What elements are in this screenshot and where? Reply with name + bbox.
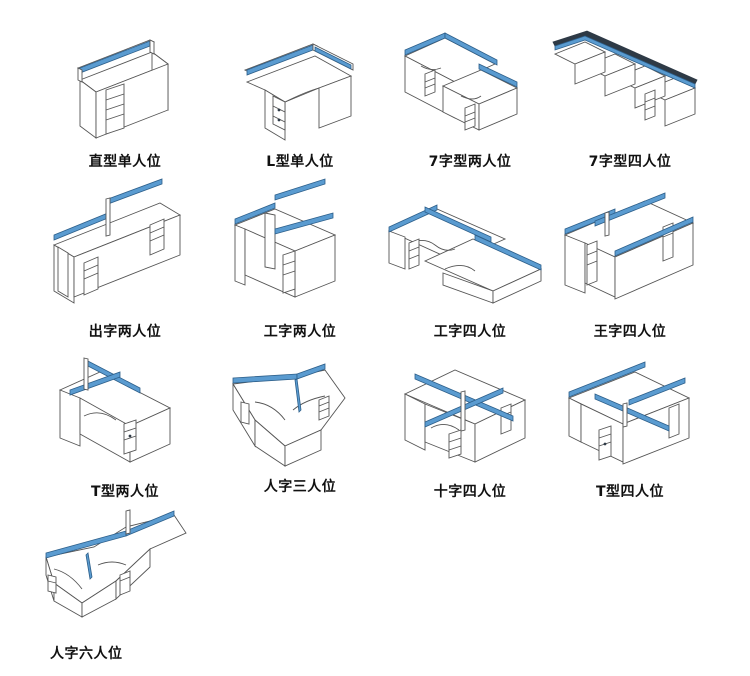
wang-shape-four-desk-icon bbox=[563, 192, 695, 300]
seven-shape-four-desk-icon bbox=[552, 30, 698, 127]
workstation-item: 人字三人位 bbox=[215, 350, 385, 500]
seven-shape-two-desk-icon bbox=[403, 32, 519, 131]
item-label: 人字六人位 bbox=[50, 646, 123, 662]
chu-shape-two-desk-icon bbox=[52, 178, 182, 304]
item-label: 人字三人位 bbox=[263, 479, 337, 495]
y-shape-six-desk-icon bbox=[45, 509, 187, 618]
item-label: T型两人位 bbox=[90, 484, 160, 500]
item-label: 王字四人位 bbox=[593, 324, 667, 340]
gong-shape-two-desk-icon bbox=[233, 178, 337, 298]
t-shape-two-desk-icon bbox=[58, 357, 172, 463]
workstation-item: 工字四人位 bbox=[385, 185, 555, 340]
workstation-item: 王字四人位 bbox=[545, 185, 715, 340]
item-label: 出字两人位 bbox=[88, 324, 162, 340]
gong-shape-four-desk-icon bbox=[387, 204, 543, 304]
item-label: 7字型四人位 bbox=[588, 154, 672, 170]
straight-single-desk-icon bbox=[76, 39, 169, 139]
workstation-item: 7字型两人位 bbox=[385, 30, 555, 180]
item-label: 7字型两人位 bbox=[428, 154, 512, 170]
t-shape-four-desk-icon bbox=[567, 361, 691, 465]
item-label: T型四人位 bbox=[595, 484, 665, 500]
workstation-item: T型四人位 bbox=[545, 350, 715, 500]
item-label: 工字四人位 bbox=[433, 324, 507, 340]
workstation-item: T型两人位 bbox=[40, 350, 210, 500]
workstation-item: L型单人位 bbox=[215, 30, 385, 180]
workstation-item: 7字型四人位 bbox=[545, 30, 715, 180]
workstation-item: 出字两人位 bbox=[40, 178, 210, 340]
l-shape-single-desk-icon bbox=[243, 43, 354, 141]
workstation-item: 人字六人位 bbox=[30, 505, 200, 662]
item-label: 十字四人位 bbox=[433, 484, 507, 500]
y-shape-three-desk-icon bbox=[232, 363, 346, 467]
item-label: 直型单人位 bbox=[88, 154, 162, 170]
cross-shape-four-desk-icon bbox=[403, 369, 527, 463]
item-label: L型单人位 bbox=[266, 154, 334, 170]
workstation-item: 工字两人位 bbox=[215, 178, 385, 340]
item-label: 工字两人位 bbox=[263, 324, 337, 340]
workstation-item: 十字四人位 bbox=[385, 350, 555, 500]
workstation-item: 直型单人位 bbox=[40, 30, 210, 180]
